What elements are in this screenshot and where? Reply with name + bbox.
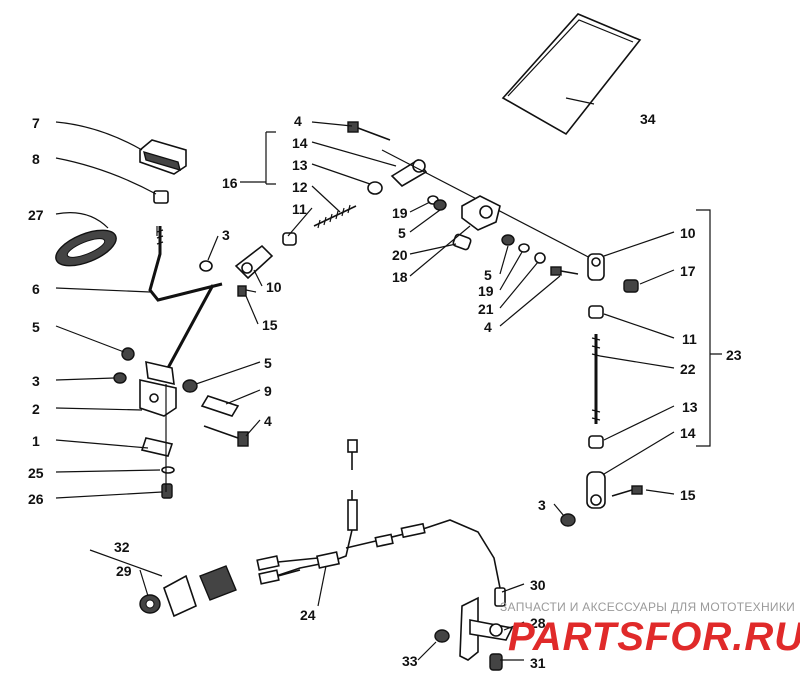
callout-label: 19 [392,205,408,221]
part-boot [55,229,117,267]
callout-label: 5 [32,319,40,335]
callout-label: 10 [680,225,696,241]
callout-label: 5 [264,355,272,371]
callout-label: 4 [294,113,302,129]
part-pivot-tube [145,360,175,386]
callout-label: 16 [222,175,238,191]
callout-label: 34 [640,111,656,127]
callout-label: 33 [402,653,418,669]
part-washer [161,466,175,474]
part-bushing [182,379,198,393]
callout-label: 5 [398,225,406,241]
part-nut [282,232,297,246]
callout-label: 10 [266,279,282,295]
part-bolt [237,285,257,297]
callout-label: 4 [264,413,272,429]
callout-label: 7 [32,115,40,131]
callout-label: 2 [32,401,40,417]
part-bolt [550,266,579,276]
watermark-caption: ЗАПЧАСТИ И АКСЕССУАРЫ ДЛЯ МОТОТЕХНИКИ [500,600,795,614]
callout-label: 18 [392,269,408,285]
part-screw [489,653,503,671]
part-threaded-rod [591,334,601,424]
watermark: ЗАПЧАСТИ И АКСЕССУАРЫ ДЛЯ МОТОТЕХНИКИ PA… [500,600,800,659]
callout-label: 11 [682,331,697,347]
part-pedal-plate [501,13,642,136]
part-plate [140,437,174,457]
callout-label: 28 [530,615,546,631]
callout-label: 14 [292,135,308,151]
part-nut [199,260,213,272]
callout-label: 17 [680,263,696,279]
part-wiring-harness [256,439,501,589]
part-switch [139,565,237,618]
callout-label: 23 [726,347,742,363]
callout-label: 19 [478,283,494,299]
callout-label: 15 [262,317,278,333]
callout-label: 29 [116,563,132,579]
part-sensor [494,587,506,607]
part-pivot-bracket [461,195,501,231]
part-washer [518,243,530,253]
callout-label: 20 [392,247,408,263]
callout-label: 32 [114,539,130,555]
part-switch-bracket [459,596,514,661]
part-bushing [501,234,515,246]
part-nut [623,279,639,293]
callout-label: 15 [680,487,696,503]
part-rod-end [587,253,605,281]
callout-label: 26 [28,491,44,507]
callout-label: 22 [680,361,696,377]
part-rod-end [586,471,606,509]
part-bolt [347,121,391,141]
part-nut [588,305,604,319]
callout-label: 13 [682,399,698,415]
part-nut [153,190,169,204]
callout-label: 27 [28,207,44,223]
part-nut [367,181,383,195]
callout-label: 9 [264,383,272,399]
part-spacer [200,395,240,417]
part-bushing [121,347,135,361]
part-lever [148,226,223,369]
callout-label: 31 [530,655,546,671]
callout-label: 3 [32,373,40,389]
callout-label: 30 [530,577,546,593]
part-rod-end [390,158,428,188]
watermark-logo: PARTSFOR.RU [508,615,800,659]
part-nut [588,435,604,449]
callout-label: 21 [478,301,494,317]
part-threaded-rod [313,204,357,229]
callout-label: 3 [538,497,546,513]
part-rod-end [234,244,274,280]
callout-label: 3 [222,227,230,243]
callout-label: 11 [292,201,307,217]
callout-label: 14 [680,425,696,441]
part-bolt [203,425,249,447]
callout-label: 1 [32,433,40,449]
callout-label: 4 [484,319,492,335]
part-nut [560,513,576,527]
callout-label: 13 [292,157,308,173]
leader-lines [55,97,722,661]
part-screw [161,483,173,499]
part-knob [139,139,187,175]
callout-labels: 7 8 27 6 5 3 2 1 25 26 3 10 15 5 9 4 4 1… [28,111,742,671]
part-nut [113,372,127,384]
callout-label: 24 [300,607,316,623]
part-washer [534,252,546,264]
part-bushing [433,199,447,211]
callout-label: 25 [28,465,44,481]
callout-label: 6 [32,281,40,297]
part-bracket [139,379,177,417]
part-nut [434,629,450,643]
part-bolt [611,485,643,497]
callout-label: 12 [292,179,308,195]
callout-label: 8 [32,151,40,167]
part-bushing [452,233,472,251]
callout-label: 5 [484,267,492,283]
